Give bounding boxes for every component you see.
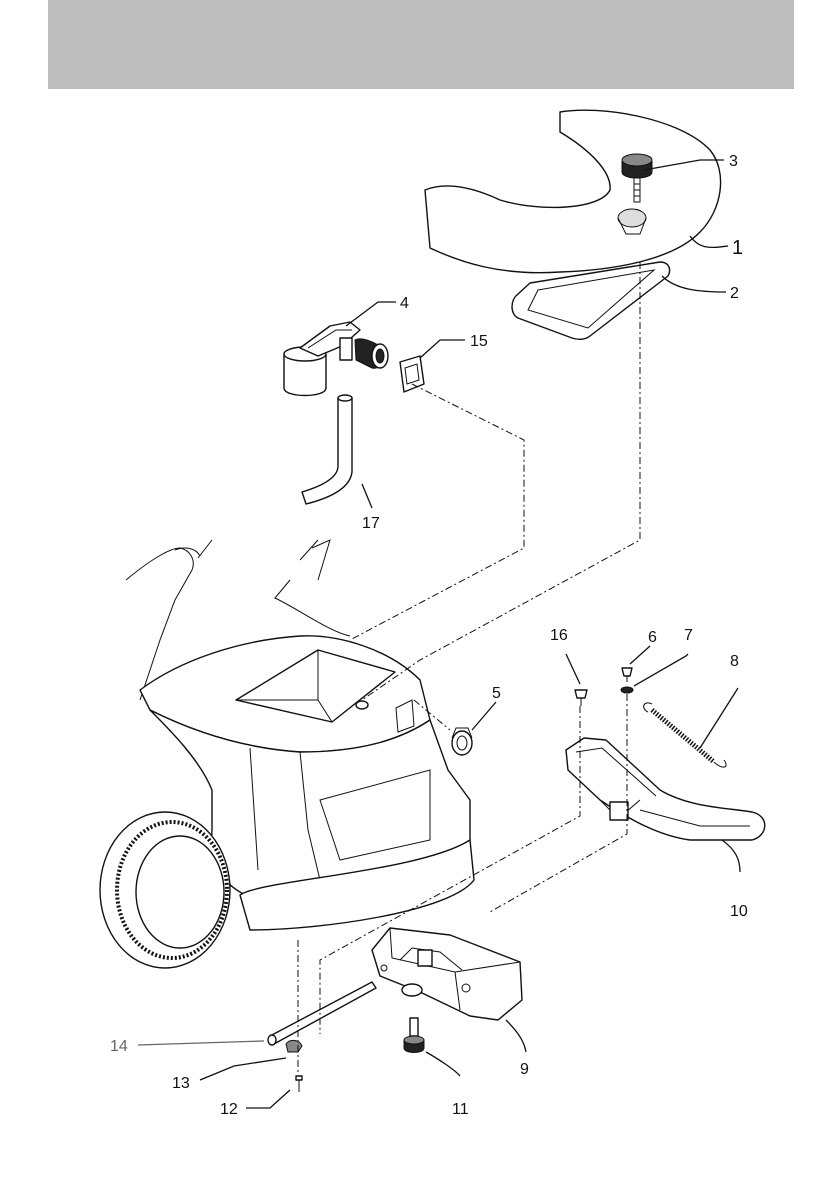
callout-7: 7 <box>684 627 693 644</box>
callout-16: 16 <box>550 627 568 644</box>
part-17-hose <box>302 395 352 504</box>
callout-12: 12 <box>220 1101 238 1118</box>
part-15-seal <box>400 356 424 392</box>
part-2-gasket <box>512 262 670 339</box>
callout-3: 3 <box>729 153 738 170</box>
callout-13: 13 <box>172 1075 190 1092</box>
callout-10: 10 <box>730 903 748 920</box>
machine-body <box>100 540 474 968</box>
part-5-nut <box>452 728 472 755</box>
part-1-cover <box>425 110 721 273</box>
part-14-rod <box>268 982 376 1045</box>
part-13-clip <box>286 1040 302 1052</box>
part-9-housing <box>372 928 522 1020</box>
part-8-spring <box>644 703 726 767</box>
part-6-screw <box>622 668 632 682</box>
callout-2: 2 <box>730 285 739 302</box>
callout-1: 1 <box>732 237 743 259</box>
part-4-pump <box>284 322 388 396</box>
callout-15: 15 <box>470 333 488 350</box>
part-10-bracket <box>566 738 765 840</box>
callout-9: 9 <box>520 1061 529 1078</box>
part-7-washer <box>621 687 633 693</box>
callout-5: 5 <box>492 685 501 702</box>
part-16-screw <box>575 690 587 706</box>
callout-11: 11 <box>452 1101 469 1118</box>
callout-8: 8 <box>730 653 739 670</box>
callout-17: 17 <box>362 515 380 532</box>
callout-6: 6 <box>648 629 657 646</box>
callout-14: 14 <box>110 1038 128 1055</box>
part-11-knob <box>404 1018 424 1053</box>
callout-4: 4 <box>400 295 409 312</box>
part-12-screw <box>296 1076 302 1092</box>
